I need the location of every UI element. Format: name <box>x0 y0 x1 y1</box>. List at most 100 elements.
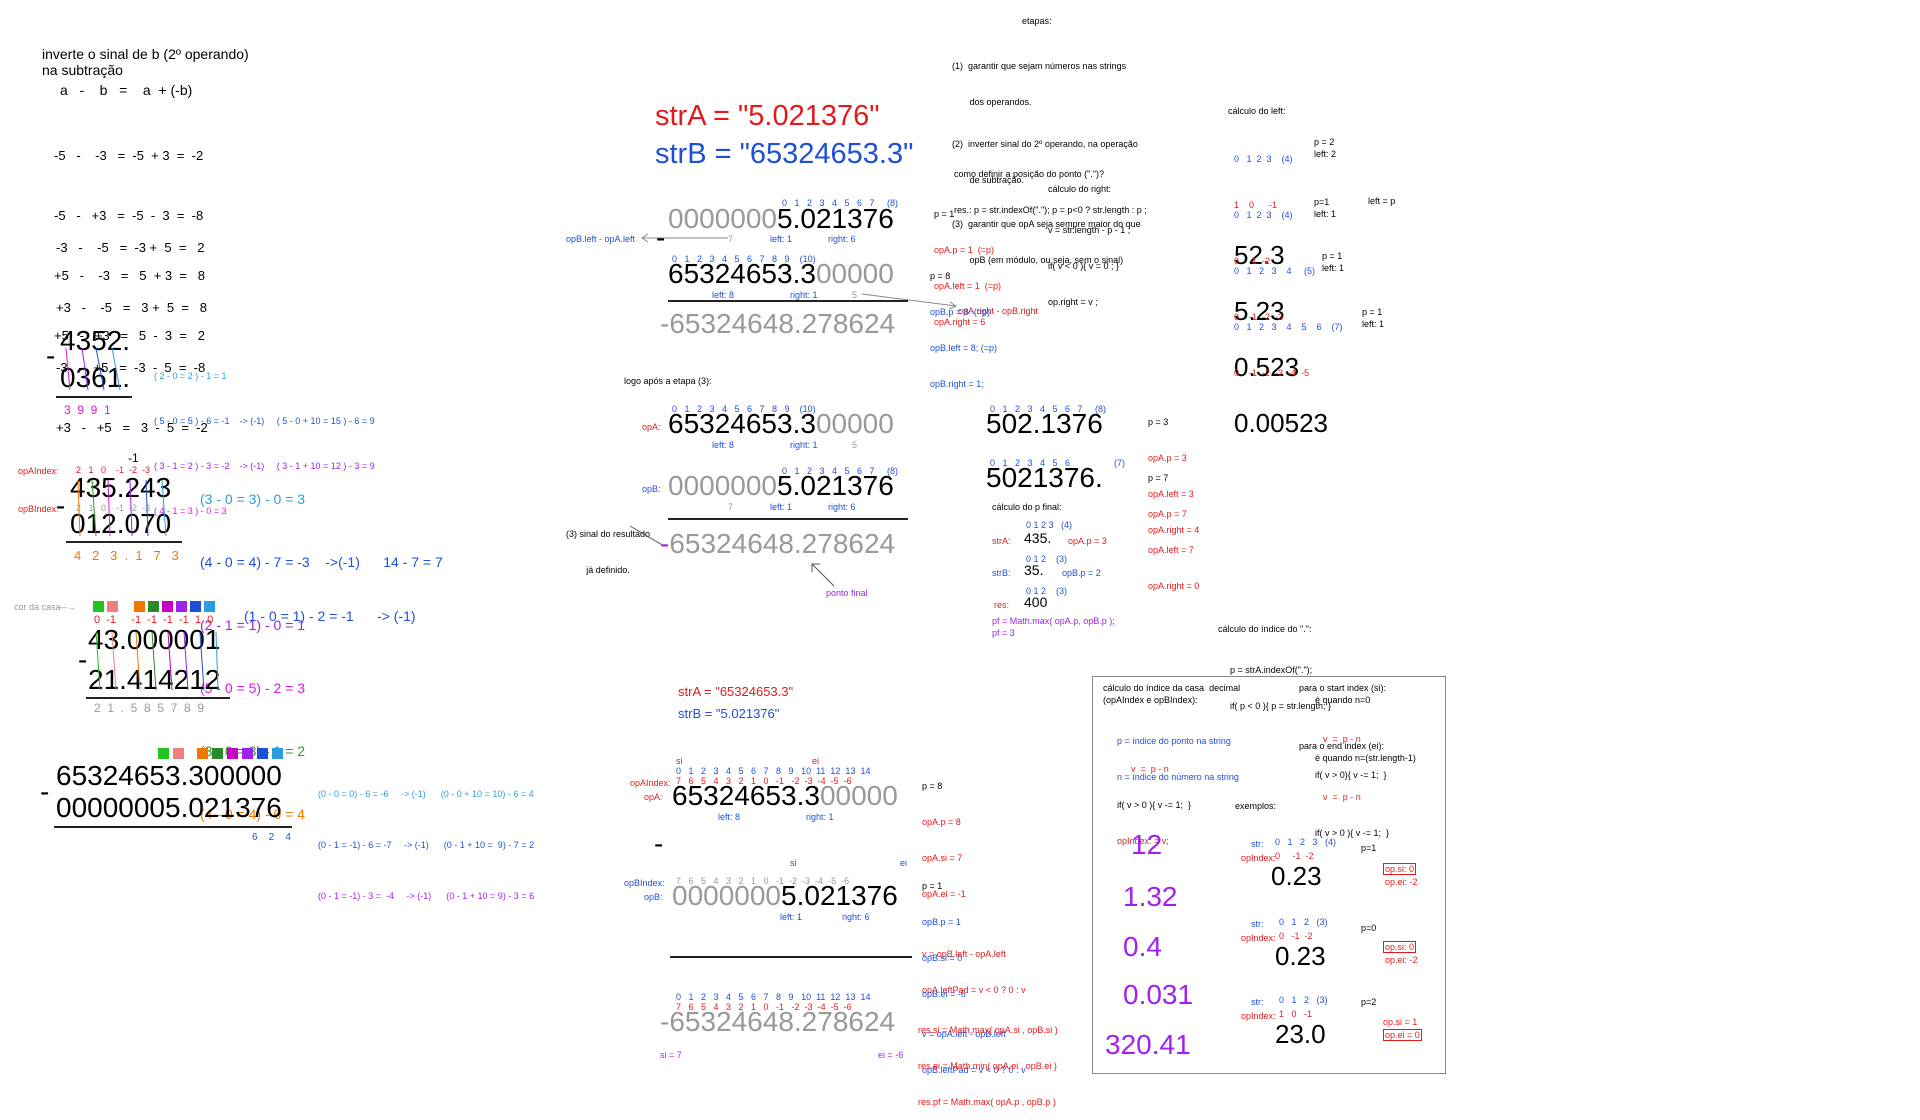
ex1-note: ( 4 - 1 = 3 ) - 0 = 3 <box>154 506 227 516</box>
m3-a-left: left: 8 <box>718 812 741 822</box>
left-calc-value: 0.00523 <box>1234 408 1328 438</box>
right-calc-line: v = str.length - p - 1 ; <box>1048 225 1131 235</box>
ex3-connectors <box>95 631 219 691</box>
pf-b-p: opB.p = 2 <box>1062 568 1101 578</box>
box-formula-line: v = p - n <box>1131 764 1169 774</box>
m3-b-idx: 7 6 5 4 3 2 1 0 -1 -2 -3 -4 -5 -6 <box>676 876 850 886</box>
m2-a-idx: 0 1 2 3 4 5 6 7 8 9 (10) <box>672 404 816 414</box>
box-ex-si: op.si = 1 <box>1383 1017 1418 1027</box>
left-calc-idx: 0 1 2 3 4 (5) <box>1234 266 1316 276</box>
pf-n2: p = 7 opA.p = 7 opA.left = 7 opA.right =… <box>1148 448 1199 604</box>
ex2-opa-idx: 2 1 0 -1 -2 -3 <box>76 465 151 475</box>
ponto-idx-title: cálculo do índice do ".": <box>1218 624 1312 634</box>
color-swatch <box>242 748 253 759</box>
m1-top-pad: 0000000 <box>668 203 778 234</box>
m3-r-idx: 0 1 2 3 4 5 6 7 8 9 10 11 12 13 14 <box>676 992 871 1002</box>
m2-a: 65324653.300000 <box>668 408 894 440</box>
m2-a-left: left: 8 <box>712 440 735 450</box>
m3-opb: opB: <box>644 892 663 902</box>
como-definir: como definir a posição do ponto (".")? r… <box>954 144 1147 228</box>
ex1-note: ( 2 - 0 = 2 ) - 1 = 1 <box>154 371 227 381</box>
ex3-minus: - <box>78 644 88 675</box>
left-calc-idx: 0 1 2 3 (4) <box>1234 210 1293 220</box>
m1-pa-note: opA.left = 1 (=p) <box>934 281 1002 291</box>
right-calc: v = str.length - p - 1 ; if( v < 0 ){ v … <box>1048 200 1130 320</box>
etapa-line: (3) garantir que opA seja sempre maior d… <box>952 219 1141 229</box>
left-calc-ex1: 0 1 2 3 (4) 1 0 -1 52.3 <box>1234 118 1293 289</box>
left-calc-p: p = 2 <box>1314 137 1335 147</box>
color-swatch <box>257 748 268 759</box>
ex1-result-text: 3 9 9 1 <box>64 403 111 417</box>
etapa-line: (1) garantir que sejam números nas strin… <box>952 61 1127 71</box>
right-calc-line: if( v < 0 ){ v = 0 ; } <box>1048 261 1120 271</box>
box-ex-left: 12 <box>1131 829 1163 860</box>
m3-a-note: opA.ei = -1 <box>922 889 966 899</box>
left-calc-ex2: 0 1 2 3 (4) 0 -1 -2 5.23 <box>1234 174 1293 345</box>
box-ex-idx2: 0 -1 -2 <box>1275 851 1314 861</box>
pf-strb: strB: <box>992 568 1011 578</box>
box-ei-formula: v = p - n if( v > 0 ){ v -= 1; } <box>1315 767 1389 863</box>
box-ex-val: 23.0 <box>1275 1019 1326 1049</box>
pf-idx1: 0 1 2 3 4 5 6 7 (8) <box>990 404 1107 414</box>
box-ex-p: p=2 <box>1361 997 1377 1007</box>
box-si-sub: é quando n=0 <box>1315 695 1371 705</box>
box-ex-val: 0.23 <box>1275 941 1326 971</box>
m2-sinal: (3) sinal do resultado já definido. <box>566 504 650 588</box>
m2-b-pad: 0000000 <box>668 470 778 501</box>
color-swatch <box>162 601 173 612</box>
box-si-formula-line: v = p - n <box>1323 734 1361 744</box>
pf-note: opA.p = 7 <box>1148 509 1187 519</box>
ex1-result: 3 9 9 1 <box>64 403 111 417</box>
ex4-minus: - <box>40 776 50 807</box>
rule-title: inverte o sinal de b (2º operando) <box>42 46 249 62</box>
m3-res-note: res.pf = Math.max( opA.p , opB.p ) <box>918 1097 1056 1107</box>
strb-title: strB = "65324653.3" <box>655 138 914 170</box>
m3-a-note: opA.p = 8 <box>922 817 961 827</box>
ex2-opa-label: opAIndex: <box>18 466 59 476</box>
box-si-formula-line: if( v > 0){ v -= 1; } <box>1315 770 1387 780</box>
m1-opb-left-arrow: opB.left - opA.left <box>566 234 636 244</box>
ex1-connectors <box>65 347 121 391</box>
m3-strb: strB = "5.021376" <box>678 706 780 721</box>
m3-b-si: si <box>790 858 797 868</box>
ex4-note: (0 - 1 = -1) - 3 = -4 -> (-1) (0 - 1 + 1… <box>318 891 535 901</box>
right-calc-line: op.right = v ; <box>1048 297 1098 307</box>
box-ex-ei: op.ei = 0 <box>1383 1029 1422 1041</box>
m3-a-value: 65324653.3 <box>672 780 820 811</box>
m3-a-note: p = 8 <box>922 781 943 791</box>
m2-b-left: left: 1 <box>770 502 793 512</box>
etapa-line: de subtração. <box>952 175 1025 185</box>
left-calc-p: p = 1 <box>1322 251 1343 261</box>
m1-pa-note: opA.right = 6 <box>934 317 986 327</box>
ex1-top: 4352. <box>60 325 131 356</box>
box-def: p = índice do ponto na string n = índice… <box>1117 711 1239 807</box>
color-swatch <box>173 748 184 759</box>
m1-top-right: right: 6 <box>828 234 856 244</box>
arrow-down-icon <box>629 525 665 547</box>
pf-res: res: <box>994 600 1010 610</box>
left-calc-value: 0.523 <box>1234 352 1300 382</box>
ex4-result: 6 2 4 <box>252 832 291 843</box>
rule-row: -5 - +3 = -5 - 3 = -8 <box>54 208 204 223</box>
pf-b-val: 35. <box>1024 562 1044 578</box>
rule-row: +5 - +3 = 5 - 3 = 2 <box>54 328 206 343</box>
box-ex-p: p=0 <box>1361 923 1377 933</box>
ex4-note: (0 - 0 = 0) - 6 = -6 -> (-1) (0 - 0 + 10… <box>318 789 534 799</box>
m3-a-idx2: 7 6 5 4 3 2 1 0 -1 -2 -3 -4 -5 -6 <box>676 776 852 786</box>
ex4-line <box>54 826 292 828</box>
rule-header: a - b = a + (-b) <box>60 82 193 98</box>
ponto-idx-line: p = strA.indexOf("."); <box>1230 665 1313 675</box>
pf-n1: p = 3 opA.p = 3 opA.left = 3 opA.right =… <box>1148 392 1199 548</box>
m3-minus: - <box>654 828 664 859</box>
rule-row: -3 - -5 = -3 + 5 = 2 <box>56 240 205 255</box>
etapa-line: opB (em módulo, ou seja, sem o sinal) <box>952 255 1124 265</box>
m3-si: si <box>676 756 683 766</box>
m3-b-pad: 0000000 <box>672 880 782 911</box>
left-calc-l: left: 1 <box>1362 319 1385 329</box>
m3-b-note: opB.p = 1 <box>922 917 961 927</box>
box-ex-idx2: 0 -1 -2 <box>1279 931 1313 941</box>
pf-v1: 502.1376 <box>986 408 1103 439</box>
m1-bot: 65324653.300000 <box>668 258 894 290</box>
m2-a-right: right: 1 <box>790 440 818 450</box>
